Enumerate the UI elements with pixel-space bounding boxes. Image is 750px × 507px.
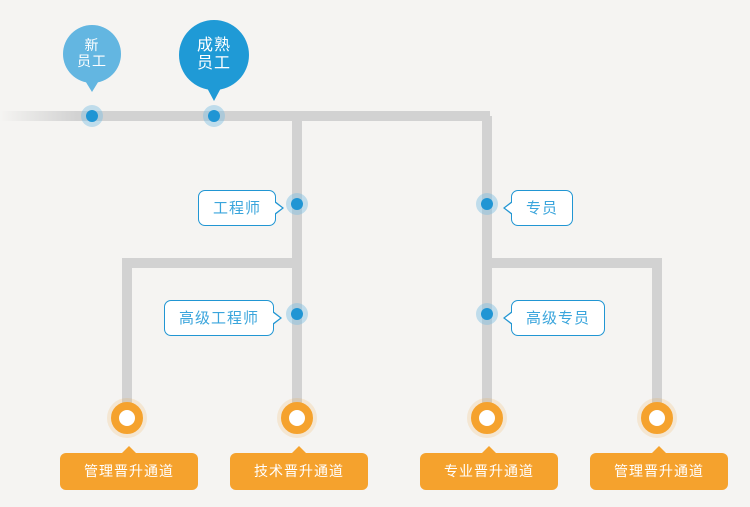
role-senior-specialist-label[interactable]: 高级专员 [503, 300, 606, 336]
channel-professional-ring[interactable] [467, 398, 507, 438]
stage-mature-label: 成熟员工 [196, 37, 231, 72]
role-specialist-label[interactable]: 专员 [503, 190, 574, 226]
channel-management-right-chip[interactable]: 管理晋升通道 [590, 446, 728, 490]
chip-notch-icon [121, 446, 137, 454]
node-dot-mature[interactable] [203, 105, 225, 127]
role-specialist-text: 专员 [526, 200, 559, 217]
channel-technical-ring[interactable] [277, 398, 317, 438]
role-senior-engineer-text: 高级工程师 [179, 310, 260, 327]
wire-branch-left [122, 258, 302, 268]
balloon-tail-icon [206, 86, 222, 101]
channel-technical-chip[interactable]: 技术晋升通道 [230, 446, 368, 490]
stage-mature-balloon[interactable]: 成熟员工 [179, 20, 249, 101]
bubble-pointer-inner-icon [505, 202, 513, 214]
role-senior-engineer-label[interactable]: 高级工程师 [164, 300, 283, 336]
stage-entry-label: 新员工 [77, 37, 107, 69]
bubble-pointer-inner-icon [272, 312, 281, 324]
chip-notch-icon [291, 446, 307, 454]
bubble-pointer-inner-icon [274, 202, 283, 214]
node-dot-senior-engineer[interactable] [286, 303, 308, 325]
channel-professional-chip[interactable]: 专业晋升通道 [420, 446, 558, 490]
trunk-fade [0, 111, 140, 121]
chip-notch-icon [651, 446, 667, 454]
wire-branch-right [482, 258, 662, 268]
trunk-bar [138, 111, 490, 121]
role-engineer-label[interactable]: 工程师 [198, 190, 285, 226]
node-dot-entry[interactable] [81, 105, 103, 127]
balloon-tail-icon [84, 79, 100, 92]
role-senior-specialist-text: 高级专员 [526, 310, 591, 327]
channel-management-right-ring[interactable] [637, 398, 677, 438]
channel-management-left-ring[interactable] [107, 398, 147, 438]
node-dot-senior-specialist[interactable] [476, 303, 498, 325]
bubble-pointer-inner-icon [505, 312, 513, 324]
channel-management-left-chip[interactable]: 管理晋升通道 [60, 446, 198, 490]
channel-professional-text: 专业晋升通道 [444, 463, 534, 479]
channel-management-right-text: 管理晋升通道 [614, 463, 704, 479]
wire-management-left-vertical [122, 258, 132, 416]
node-dot-specialist[interactable] [476, 193, 498, 215]
node-dot-engineer[interactable] [286, 193, 308, 215]
wire-management-right-vertical [652, 258, 662, 416]
role-engineer-text: 工程师 [213, 200, 262, 217]
channel-management-left-text: 管理晋升通道 [84, 463, 174, 479]
chip-notch-icon [481, 446, 497, 454]
channel-technical-text: 技术晋升通道 [254, 463, 344, 479]
stage-entry-balloon[interactable]: 新员工 [63, 25, 121, 92]
